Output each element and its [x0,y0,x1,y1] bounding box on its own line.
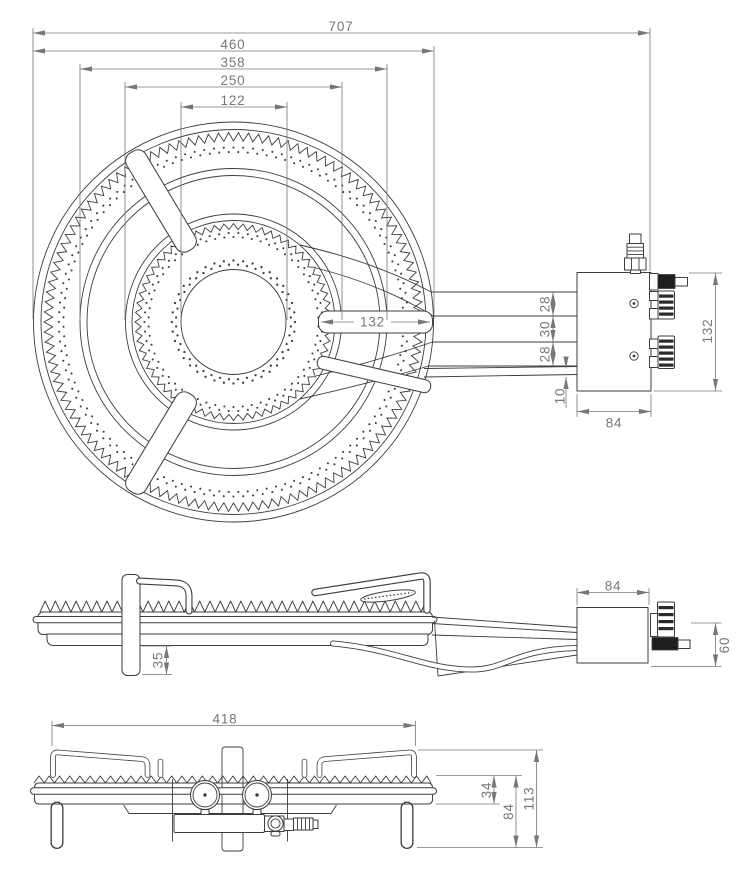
center-post [221,746,244,852]
valve-block-side [576,607,649,664]
burner-tray-front [123,804,337,814]
pilot-bar-oval [360,589,416,603]
hose-nut-icon [283,818,294,831]
dim-text-mask [354,314,391,330]
dim-label-358: 358 [221,55,246,70]
dim-label-84-top: 84 [606,416,623,431]
upper-knob-icon [649,273,688,320]
dim-label-35: 35 [151,652,166,669]
top-view-dimensions: 707 460 358 250 122 28 30 28 10 84 [32,19,722,431]
pan-support-bars [125,149,433,495]
pilot-line-top [423,366,578,369]
center-hole-circle [180,269,287,375]
hose-barb-front-icon [293,817,314,831]
pan-support-front-right [301,749,417,778]
outer-rim-circle [33,121,434,523]
dim-label-250: 250 [221,73,246,88]
valve-stem-icon [651,637,679,651]
dim-label-84-side: 84 [605,579,622,594]
dim-label-460: 460 [221,37,246,52]
dim-label-84-front: 84 [501,803,516,820]
inlet-elbow-icon [267,815,284,832]
screw-icon [629,351,639,361]
support-bar-northwest [125,149,197,253]
valve-block-body [576,272,652,392]
dim-label-30: 30 [538,321,553,338]
front-support-strap-side [121,574,141,676]
screw-dot-icon [632,302,636,305]
front-view: 418 34 84 113 [30,712,543,852]
burner-plate-side [37,611,433,635]
dim-label-122: 122 [221,93,246,108]
flame-teeth-front [33,775,432,784]
dim-label-10: 10 [553,388,568,405]
dim-support-bar-length: 132 [321,314,430,330]
supply-tubes [423,291,578,378]
mid-ring-inner-circle [131,220,336,424]
pilot-burner-bar [316,355,432,394]
flame-teeth-side [39,600,429,613]
front-view-dimensions: 418 34 84 113 [51,712,543,848]
dim-label-28-top: 28 [538,296,553,313]
dim-label-34: 34 [479,782,494,799]
manifold-assembly [173,814,319,837]
dim-label-707: 707 [329,19,354,34]
pilot-run-line [437,654,578,677]
side-knob-icon [650,601,691,651]
side-view: 84 60 35 [32,572,732,677]
venturi-bell-left [190,780,220,816]
dim-label-28-bottom: 28 [538,346,553,363]
burner-tray-side [46,633,429,646]
support-bar-rod-front [30,787,437,795]
hose-barb-icon [624,233,647,274]
valve-block-top [576,233,688,392]
top-view: 132 [32,19,722,523]
support-bar-rod-side [32,616,438,624]
pilot-line-bottom [423,374,578,378]
screw-dot-icon [632,354,636,358]
side-view-dimensions: 84 60 35 [142,579,732,675]
support-bar-southwest [125,391,197,495]
dim-label-418: 418 [213,712,238,727]
manifold-tube [173,814,265,833]
venturi-bell-right [242,780,272,816]
pan-support-front-left [50,749,164,778]
hidden-venturi-curves [299,244,434,400]
dim-label-132-bar: 132 [360,315,385,330]
venturi-tubes-side [431,616,578,677]
dim-label-132-block: 132 [700,319,715,344]
mid-ring-outer-circle [125,213,342,431]
dim-label-60: 60 [717,637,732,654]
screw-icon [629,298,639,309]
lower-knob-icon [649,335,675,369]
dim-label-113: 113 [522,787,537,811]
